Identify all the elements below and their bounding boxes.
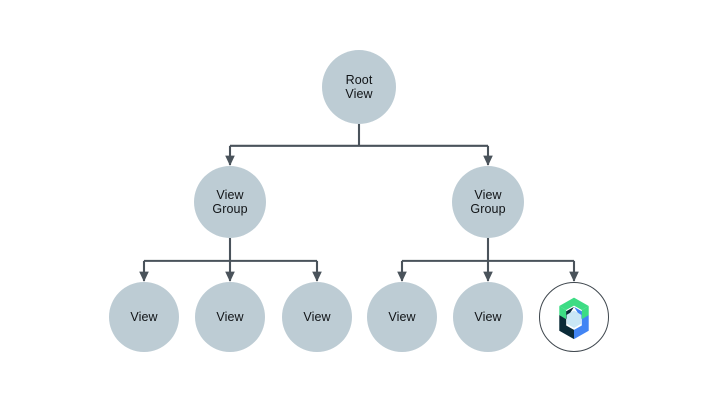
node-label: View <box>216 309 244 324</box>
node-label: Root View <box>345 72 373 102</box>
node-label: View Group <box>212 187 248 217</box>
node-root-view[interactable]: Root View <box>322 50 396 124</box>
node-view-group-right[interactable]: View Group <box>452 166 524 238</box>
node-view-1[interactable]: View <box>109 282 179 352</box>
node-label: View <box>388 309 416 324</box>
node-view-3[interactable]: View <box>282 282 352 352</box>
node-label: View <box>303 309 331 324</box>
node-compose[interactable] <box>539 282 609 352</box>
node-label: View Group <box>470 187 506 217</box>
node-view-2[interactable]: View <box>195 282 265 352</box>
node-view-4[interactable]: View <box>367 282 437 352</box>
node-label: View <box>130 309 158 324</box>
node-view-group-left[interactable]: View Group <box>194 166 266 238</box>
jetpack-compose-icon <box>551 294 597 340</box>
node-view-5[interactable]: View <box>453 282 523 352</box>
node-label: View <box>474 309 502 324</box>
